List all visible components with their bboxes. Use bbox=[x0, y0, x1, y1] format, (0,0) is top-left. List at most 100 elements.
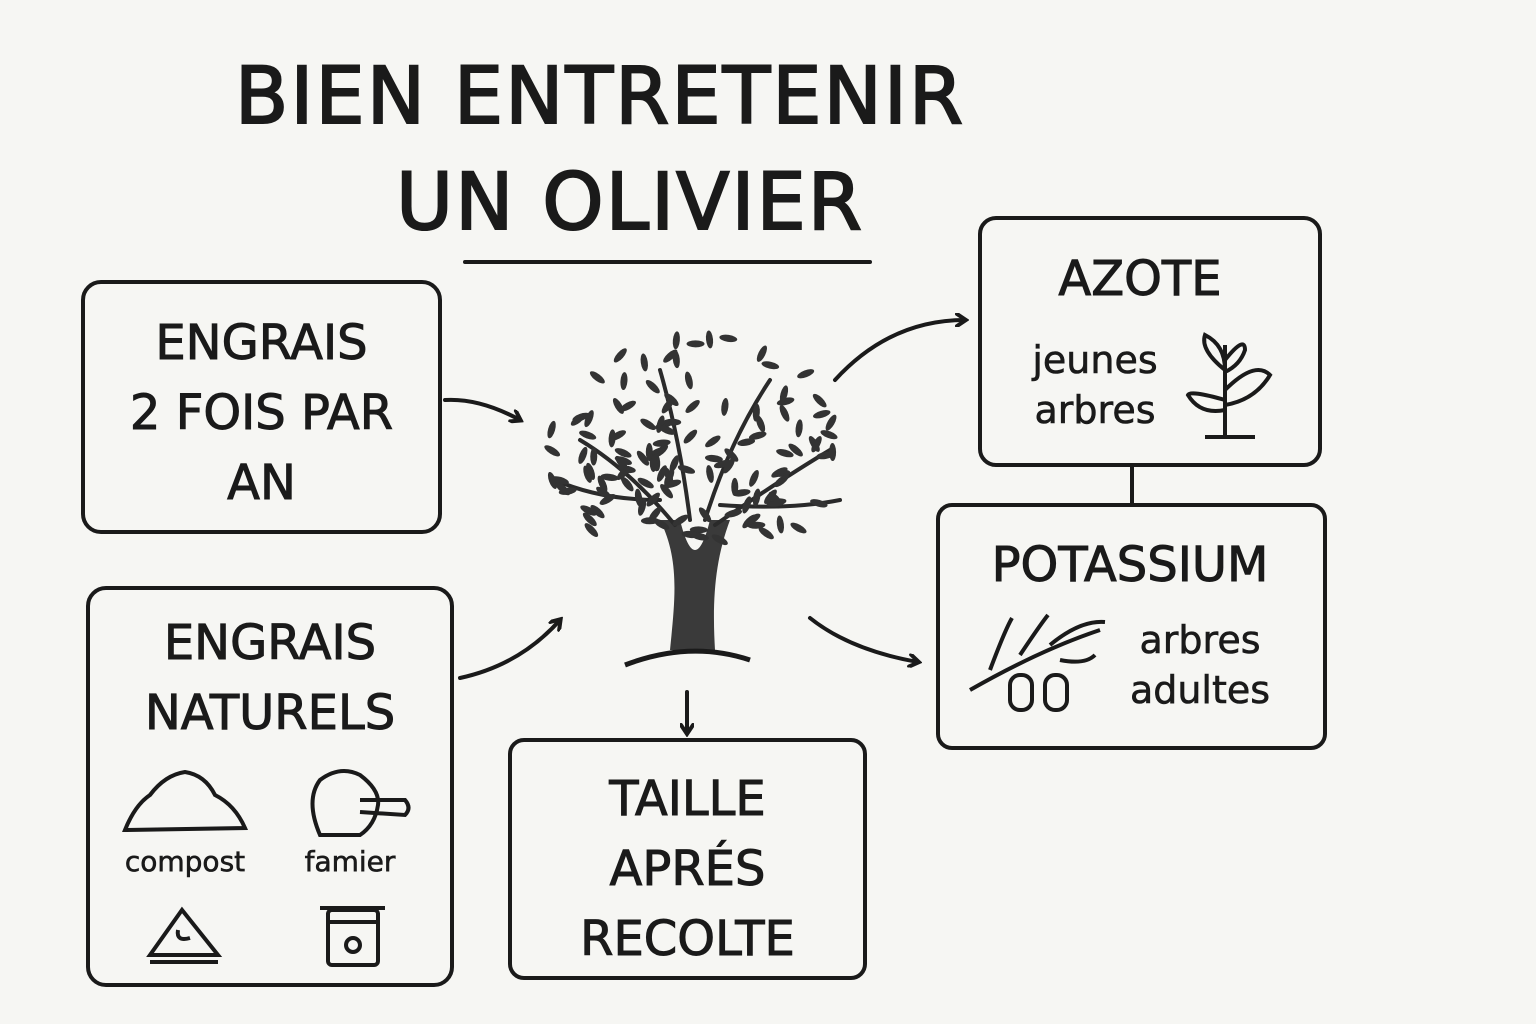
taille-text: TAILLE APRÉS RECOLTE bbox=[510, 764, 865, 974]
jar-icon bbox=[320, 906, 385, 967]
tree-leaf bbox=[600, 473, 619, 481]
tree-leaf bbox=[599, 494, 616, 505]
arrow-naturels-to-tree bbox=[458, 620, 560, 680]
tree-leaf bbox=[634, 488, 643, 507]
tree-leaf bbox=[774, 474, 789, 488]
tree-leaf bbox=[669, 455, 680, 473]
box-engrais-naturels bbox=[86, 586, 454, 987]
tree-leaf bbox=[719, 334, 738, 343]
tree-leaf bbox=[752, 488, 761, 507]
manure-shovel-icon bbox=[310, 769, 411, 837]
potassium-text: arbres adultes bbox=[1110, 615, 1290, 715]
compost-label: compost bbox=[124, 845, 246, 879]
tree-leaf bbox=[825, 414, 837, 431]
tree-leaf bbox=[572, 412, 590, 422]
tree-leaf bbox=[544, 445, 561, 457]
arrow-tree-to-potassium bbox=[808, 616, 918, 662]
tree-leaf bbox=[640, 353, 648, 372]
label: ENGRAIS bbox=[155, 315, 368, 372]
tree-leaf bbox=[813, 410, 831, 419]
tree-leaf bbox=[582, 512, 597, 527]
tree-leaf bbox=[810, 499, 828, 508]
tree-leaf bbox=[613, 348, 627, 363]
tree-leaf bbox=[578, 446, 588, 464]
tree-leaf bbox=[795, 419, 803, 438]
tree-leaf bbox=[584, 523, 599, 537]
tree-leaf bbox=[589, 371, 605, 384]
tree-leaf bbox=[685, 399, 700, 413]
tree-leaf bbox=[620, 372, 628, 391]
box-azote bbox=[978, 216, 1322, 467]
tree-leaf bbox=[723, 457, 735, 474]
tree-leaf bbox=[547, 471, 558, 489]
olive-tree-icon bbox=[544, 330, 842, 668]
title-line-1: BIEN ENTRETENIR bbox=[234, 51, 966, 143]
tree-leaf bbox=[652, 439, 671, 447]
tree-leaf bbox=[672, 350, 680, 369]
label: arbres bbox=[1139, 618, 1261, 663]
tree-leaf bbox=[653, 518, 670, 530]
tree-leaf bbox=[788, 443, 803, 457]
tree-leaf bbox=[583, 465, 592, 483]
tree-leaf bbox=[656, 465, 667, 482]
triangle-bag-icon bbox=[146, 906, 223, 964]
engrais-naturels-text: ENGRAIS NATURELS bbox=[88, 608, 452, 748]
label: adultes bbox=[1129, 668, 1271, 713]
title-line-2: UN OLIVIER bbox=[395, 157, 864, 249]
tree-leaf bbox=[640, 418, 656, 430]
tree-leaf bbox=[660, 483, 674, 499]
tree-leaf bbox=[776, 449, 794, 458]
tree-leaf bbox=[689, 526, 708, 534]
label: RECOLTE bbox=[580, 911, 796, 968]
tree-leaf bbox=[555, 482, 570, 496]
tree-leaf bbox=[664, 393, 679, 407]
tree-leaf bbox=[664, 469, 675, 486]
tree-leaf bbox=[584, 410, 594, 428]
label: NATURELS bbox=[144, 685, 396, 742]
tree-leaf bbox=[614, 448, 632, 458]
tree-leaf bbox=[590, 447, 598, 466]
label: APRÉS bbox=[609, 841, 766, 898]
tree-leaf bbox=[648, 447, 666, 458]
tree-leaf bbox=[705, 435, 721, 448]
tree-leaf bbox=[711, 534, 728, 546]
arrow-tree-to-azote bbox=[833, 320, 965, 382]
tree-leaf bbox=[619, 400, 636, 412]
tree-leaf bbox=[779, 385, 789, 403]
tree-leaf bbox=[645, 380, 660, 394]
tree-leaf bbox=[586, 462, 596, 480]
tree-leaf bbox=[677, 465, 696, 474]
tree-leaf bbox=[771, 467, 788, 478]
tree-leaf bbox=[768, 491, 783, 506]
tree-leaf bbox=[597, 475, 608, 493]
tree-leaf bbox=[609, 430, 627, 441]
tree-leaf bbox=[745, 513, 761, 526]
tree-leaf bbox=[752, 403, 760, 422]
tree-leaf bbox=[615, 455, 628, 471]
label: 2 FOIS PAR bbox=[129, 385, 394, 442]
tree-leaf bbox=[758, 527, 774, 540]
label: AN bbox=[227, 455, 297, 512]
tree-leaf bbox=[811, 436, 822, 453]
label: ENGRAIS bbox=[163, 615, 377, 672]
tree-leaf bbox=[705, 330, 714, 349]
tree-leaf bbox=[829, 443, 837, 462]
seedling-icon bbox=[1185, 332, 1273, 439]
tree-leaf bbox=[698, 507, 712, 523]
tree-leaf bbox=[721, 397, 729, 416]
compost-pile-icon bbox=[122, 769, 249, 833]
tree-leaf bbox=[637, 477, 654, 489]
tree-leaf bbox=[756, 345, 767, 362]
tree-leaf bbox=[672, 514, 689, 526]
tree-leaf bbox=[658, 425, 676, 435]
label: jeunes bbox=[1032, 338, 1158, 383]
tree-leaf bbox=[820, 430, 838, 440]
tree-leaf bbox=[742, 496, 752, 514]
tree-leaf bbox=[761, 361, 780, 370]
tree-leaf bbox=[620, 476, 634, 492]
tree-leaf bbox=[684, 371, 693, 390]
tree-leaf bbox=[776, 515, 785, 534]
tree-leaf bbox=[646, 492, 660, 507]
tree-leaf bbox=[737, 438, 756, 446]
